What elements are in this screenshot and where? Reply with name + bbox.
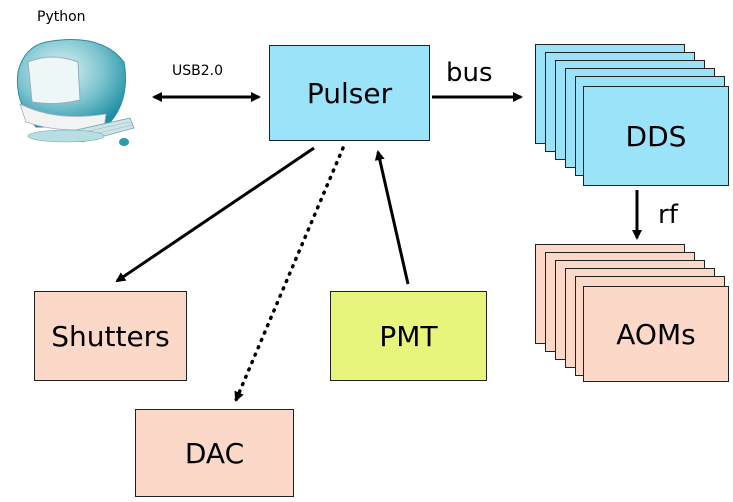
aoms-label: AOMs xyxy=(616,317,696,351)
computer-label: Python xyxy=(37,9,86,25)
shutters-label: Shutters xyxy=(51,319,170,353)
rf-link-label: rf xyxy=(658,200,678,230)
dac-label: DAC xyxy=(184,436,245,470)
dds-box: DDS xyxy=(583,86,729,186)
pmt-to-pulser-arrow xyxy=(374,150,410,285)
pmt-box: PMT xyxy=(330,291,487,381)
bus-link-label: bus xyxy=(446,58,493,88)
dds-label: DDS xyxy=(625,119,687,153)
usb-link-label: USB2.0 xyxy=(172,63,224,79)
aoms-box: AOMs xyxy=(583,286,729,382)
pulser-box: Pulser xyxy=(269,45,430,141)
pulser-label: Pulser xyxy=(306,76,393,110)
imac-computer-icon xyxy=(16,39,135,146)
pulser-to-shutters-arrow xyxy=(115,146,315,283)
pmt-label: PMT xyxy=(379,319,438,353)
shutters-box: Shutters xyxy=(34,291,187,381)
pulser-to-dac-arrow xyxy=(234,146,345,402)
dac-box: DAC xyxy=(135,409,294,497)
